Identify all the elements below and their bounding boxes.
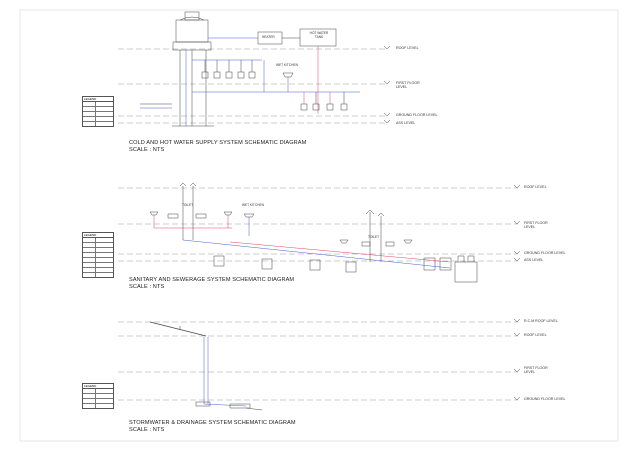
vent-cap-1 <box>179 182 187 187</box>
roof-tank-top <box>184 11 200 21</box>
main-sewer-line <box>182 239 451 269</box>
septic-tank <box>454 261 478 283</box>
storm-upper-roof-label: R.C.M ROOF LEVEL <box>524 319 558 323</box>
sewer-ground-floor-label: GROUND FLOOR LEVEL <box>524 251 566 255</box>
storm-legend: LEGEND <box>82 383 114 409</box>
storm-diagram-scale: SCALE : NTS <box>129 427 165 433</box>
inspection-chamber-2 <box>261 258 273 270</box>
sewer-legend: LEGEND <box>82 232 114 278</box>
sewer-wet-kitchen-label: WET KITCHEN <box>242 203 264 207</box>
ground-floor-fixtures <box>300 92 348 111</box>
sewer-wc-2 <box>195 213 207 219</box>
first-floor-fixtures <box>201 60 256 79</box>
storm-ground-floor-label: GROUND FLOOR LEVEL <box>524 397 566 401</box>
sewer-basin-2 <box>223 211 233 216</box>
kitchen-sink-sewer <box>243 213 255 218</box>
sewer-first-floor-label: FIRST FLOOR LEVEL <box>524 221 548 229</box>
water-legend-header: LEGEND <box>83 97 113 102</box>
sewer-ass-level-label: ASS LEVEL <box>524 258 544 262</box>
water-ass-level-marker <box>383 119 391 124</box>
sloped-roof <box>149 321 207 337</box>
water-supply-diagram <box>118 11 391 127</box>
inspection-chamber-1 <box>213 255 225 267</box>
right-vent-cap <box>365 209 375 215</box>
toilet-right-label: TOILET <box>368 235 380 239</box>
water-ground-floor-marker <box>383 112 391 117</box>
sewer-ground-floor-marker <box>513 250 521 255</box>
storm-diagram-title: STORMWATER & DRAINAGE SYSTEM SCHEMATIC D… <box>129 420 296 426</box>
storm-first-floor-marker <box>513 368 521 373</box>
inspection-chamber-3 <box>309 259 321 271</box>
roof-water-tank <box>175 19 209 43</box>
sewer-grey-line <box>229 241 451 263</box>
storm-first-floor-label: FIRST FLOOR LEVEL <box>524 366 548 374</box>
right-vent-cap-2 <box>377 212 385 217</box>
storm-roof-level-label: ROOF LEVEL <box>524 333 547 337</box>
sewer-legend-header: LEGEND <box>83 233 113 238</box>
hot-water-tank-label: HOT WATER TANK <box>309 31 329 39</box>
toilet-left-label: TOILET <box>182 203 194 207</box>
inspection-chamber-6 <box>439 257 452 271</box>
stormwater-diagram <box>118 318 521 411</box>
sewer-basin-3 <box>339 239 349 244</box>
sewer-roof-level-label: ROOF LEVEL <box>524 185 547 189</box>
storm-drain-line <box>203 403 247 407</box>
sewer-basin-4 <box>403 239 413 244</box>
storm-outfall <box>229 403 251 409</box>
sewer-roof-marker <box>513 184 521 189</box>
storm-ground-floor-marker <box>513 396 521 401</box>
heater-label: HEATER <box>262 35 275 39</box>
water-legend: LEGEND <box>82 96 114 127</box>
sanitary-diagram <box>118 182 521 283</box>
storm-legend-header: LEGEND <box>83 384 113 389</box>
water-ground-floor-label: GROUND FLOOR LEVEL <box>396 113 438 117</box>
water-ass-level-label: ASS LEVEL <box>396 121 416 125</box>
water-wet-kitchen-label: WET KITCHEN <box>276 63 298 67</box>
sewer-wc-1 <box>167 213 179 219</box>
storm-sump <box>195 401 211 407</box>
water-roof-level-marker <box>383 45 391 50</box>
sewer-ass-marker <box>513 257 521 262</box>
water-first-floor-marker <box>383 80 391 85</box>
storm-upper-roof-marker <box>513 318 521 323</box>
water-first-floor-label: FIRST FLOOR LEVEL <box>396 81 420 89</box>
sewer-wc-3 <box>361 241 371 247</box>
sheet-border <box>19 9 619 442</box>
sewer-first-floor-marker <box>513 220 521 225</box>
storm-outfall-line <box>245 407 263 411</box>
vent-cap-2 <box>189 182 197 187</box>
water-roof-level-label: ROOF LEVEL <box>396 46 419 50</box>
water-diagram-scale: SCALE : NTS <box>129 147 165 153</box>
sewer-diagram-title: SANITARY AND SEWERAGE SYSTEM SCHEMATIC D… <box>129 277 295 283</box>
sewer-basin-1 <box>149 211 159 216</box>
inspection-chamber-4 <box>345 261 357 273</box>
inspection-chamber-5 <box>423 257 436 271</box>
sewer-wc-4 <box>385 241 395 247</box>
storm-roof-marker <box>513 332 521 337</box>
roof-tank-dome <box>179 16 205 21</box>
wet-kitchen-sink <box>282 72 294 78</box>
sewer-diagram-scale: SCALE : NTS <box>129 284 165 290</box>
septic-tank-risers <box>457 255 475 262</box>
water-diagram-title: COLD AND HOT WATER SUPPLY SYSTEM SCHEMAT… <box>129 140 307 146</box>
